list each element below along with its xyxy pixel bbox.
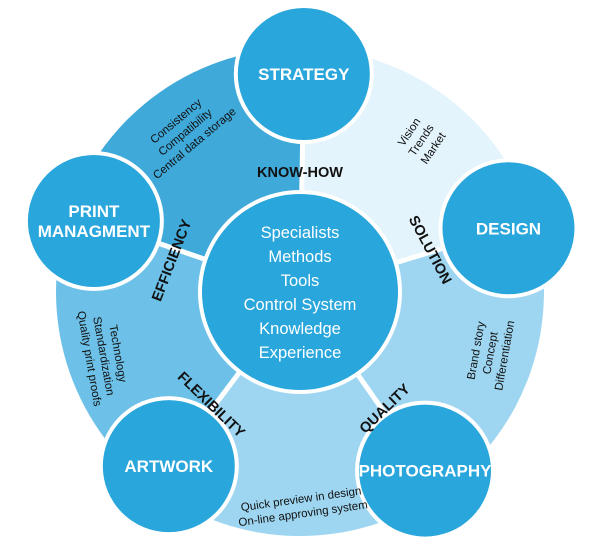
- node-label-line: ARTWORK: [124, 457, 213, 476]
- node-label-photography: PHOTOGRAPHY: [359, 462, 493, 481]
- node-photography: [359, 404, 492, 537]
- hub-line: Experience: [259, 344, 342, 362]
- node-label-line: STRATEGY: [258, 65, 350, 84]
- connector-label: KNOW-HOW: [257, 165, 343, 181]
- hub-circle: [202, 194, 398, 390]
- node-label-line: DESIGN: [476, 219, 541, 238]
- node-label-line: PHOTOGRAPHY: [359, 462, 493, 481]
- node-print-managment: [27, 155, 160, 288]
- node-label-line: PRINT: [68, 202, 120, 221]
- hub-line: Methods: [268, 248, 331, 266]
- node-label-line: MANAGMENT: [38, 222, 151, 241]
- node-strategy: [237, 8, 370, 141]
- node-label-strategy: STRATEGY: [258, 65, 350, 84]
- hub-line: Specialists: [261, 224, 340, 242]
- hub-line: Knowledge: [259, 320, 341, 338]
- node-label-artwork: ARTWORK: [124, 457, 213, 476]
- hub-line: Tools: [281, 272, 320, 290]
- node-artwork: [102, 400, 235, 533]
- node-design: [442, 162, 575, 295]
- hub-line: Control System: [244, 296, 357, 314]
- node-label-design: DESIGN: [476, 219, 541, 238]
